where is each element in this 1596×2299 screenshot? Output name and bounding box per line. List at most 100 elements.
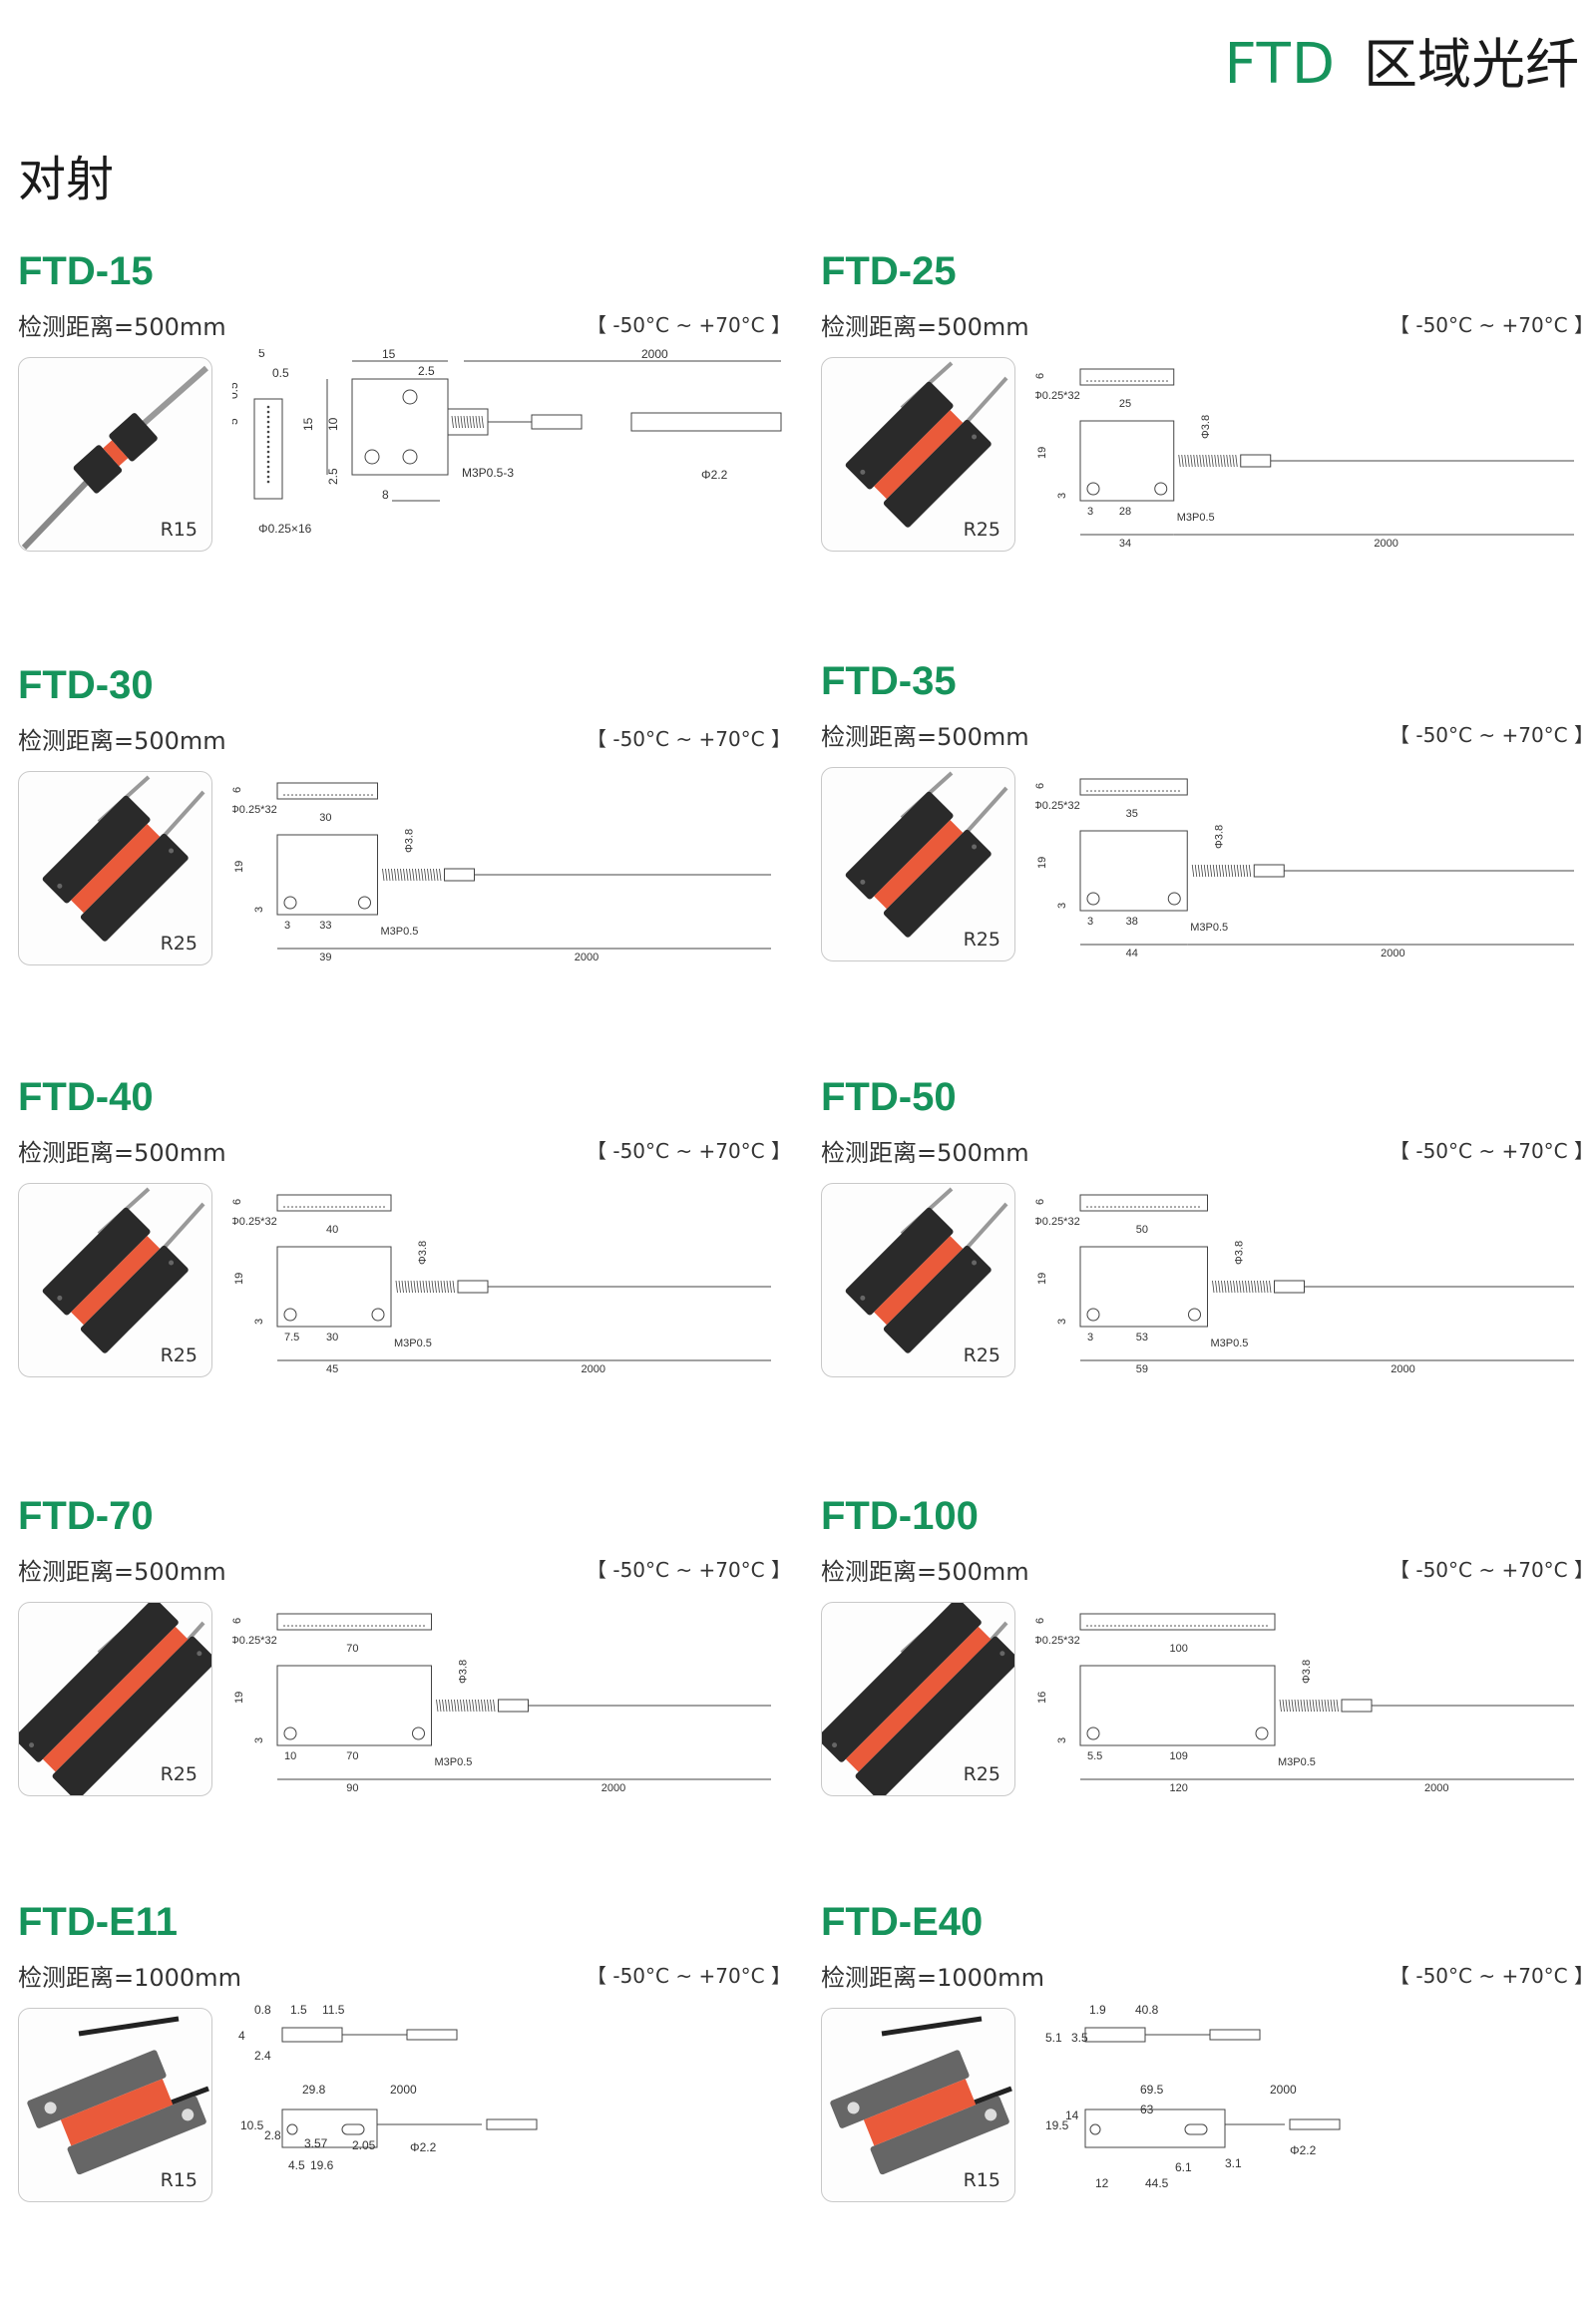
temperature-range: 【 -50°C ~ +70°C 】 [587,727,791,751]
dimension-label: 1.5 [290,2003,307,2017]
dimension-label: 14 [1065,2108,1079,2122]
dimension-label: 120 [1170,1782,1188,1794]
dimension-label: Φ3.8 [1200,415,1212,439]
dimension-label: 2000 [1374,538,1397,550]
dimension-label: 39 [319,952,331,963]
dimension-label: 3 [253,1737,265,1743]
dimension-label: 19 [1036,857,1048,869]
dimension-label: Φ0.25*32 [1035,800,1080,812]
temperature-range: 【 -50°C ~ +70°C 】 [587,1964,791,1988]
detection-distance: 检测距离=1000mm [821,1964,1044,1992]
dimension-label: Φ3.8 [1234,1241,1246,1265]
dimension-label: 0.5 [272,366,289,380]
detection-distance: 检测距离=500mm [18,727,226,755]
sensor-photo: R25 [821,357,1015,552]
sensor-photo: R15 [18,2008,212,2202]
dimension-label: 16 [1036,1692,1048,1704]
dimension-label: 6 [232,787,243,793]
dimension-label: 6.1 [1175,2160,1192,2174]
sensor-photo-image [822,1603,1014,1795]
dimension-label: 6 [1035,1199,1046,1205]
sensor-photo: R25 [18,1183,212,1377]
temperature-range: 【 -50°C ~ +70°C 】 [1390,313,1594,337]
dimension-label: 6 [232,1199,243,1205]
dimension-label: 25 [1119,398,1131,410]
dimension-label: 50 [1136,1224,1148,1236]
product-model: FTD-30 [18,663,154,707]
sensor-photo-image [830,2016,1012,2175]
dimension-label: M3P0.5 [381,926,419,938]
dimension-label: 70 [346,1643,358,1655]
dimension-label: 3 [1087,506,1093,518]
product-model: FTD-15 [18,249,154,293]
dimension-label: M3P0.5 [1278,1756,1316,1768]
bend-radius-label: R25 [963,1344,1000,1366]
detection-distance: 检测距离=1000mm [18,1964,241,1992]
temperature-range: 【 -50°C ~ +70°C 】 [1390,1139,1594,1163]
product-model: FTD-35 [821,659,957,703]
dimension-label: Φ0.25*32 [1035,390,1080,402]
temperature-range: 【 -50°C ~ +70°C 】 [1390,1558,1594,1582]
dimension-label: 59 [1136,1363,1148,1375]
sensor-photo: R25 [821,1602,1015,1796]
dimension-drawing-wrap: 50.5152.520000.5515102.58Φ0.25×16M3P0.5-… [226,346,786,588]
product-model: FTD-40 [18,1075,154,1119]
detection-distance: 检测距离=500mm [18,313,226,341]
dimension-label: Φ3.8 [458,1660,470,1684]
bend-radius-label: R25 [160,1763,198,1785]
dimension-label: 70 [346,1750,358,1762]
dimension-label: 19 [1036,447,1048,459]
dimension-label: Φ3.8 [404,829,416,853]
page-header: FTD 区域光纤 [1224,20,1579,97]
product-model: FTD-25 [821,249,957,293]
dimension-label: 33 [319,920,331,932]
sensor-photo-image [845,771,1008,938]
dimension-label: Φ0.25×16 [258,522,312,536]
product-model: FTD-100 [821,1494,979,1538]
sensor-photo-image [42,775,205,942]
dimension-label: 5 [258,349,265,360]
dimension-label: 34 [1119,538,1131,550]
sensor-photo-image [845,1187,1008,1353]
temperature-range: 【 -50°C ~ +70°C 】 [1390,723,1594,747]
dimension-label: 19.5 [1045,2118,1069,2132]
dimension-label: Φ2.2 [410,2140,437,2154]
dimension-label: M3P0.5 [1211,1338,1249,1349]
dimension-label: 11.5 [322,2003,345,2017]
dimension-label: 6 [1035,783,1046,789]
dimension-label: 10 [284,1750,296,1762]
dimension-label: Φ0.25*32 [1035,1635,1080,1647]
dimension-label: 29.8 [302,2083,326,2097]
bend-radius-label: R15 [963,2169,1000,2191]
dimension-label: 3.1 [1225,2156,1242,2170]
dimension-label: 19 [233,1273,245,1285]
dimension-label: 100 [1170,1643,1188,1655]
dimension-label: 40.8 [1135,2003,1159,2017]
sensor-photo: R25 [18,1602,212,1796]
dimension-label: 2000 [1381,948,1404,959]
dimension-label: M3P0.5 [1177,512,1215,524]
dimension-label: 6 [1035,1618,1046,1624]
dimension-label: Φ3.8 [1301,1660,1313,1684]
bend-radius-label: R25 [963,929,1000,951]
